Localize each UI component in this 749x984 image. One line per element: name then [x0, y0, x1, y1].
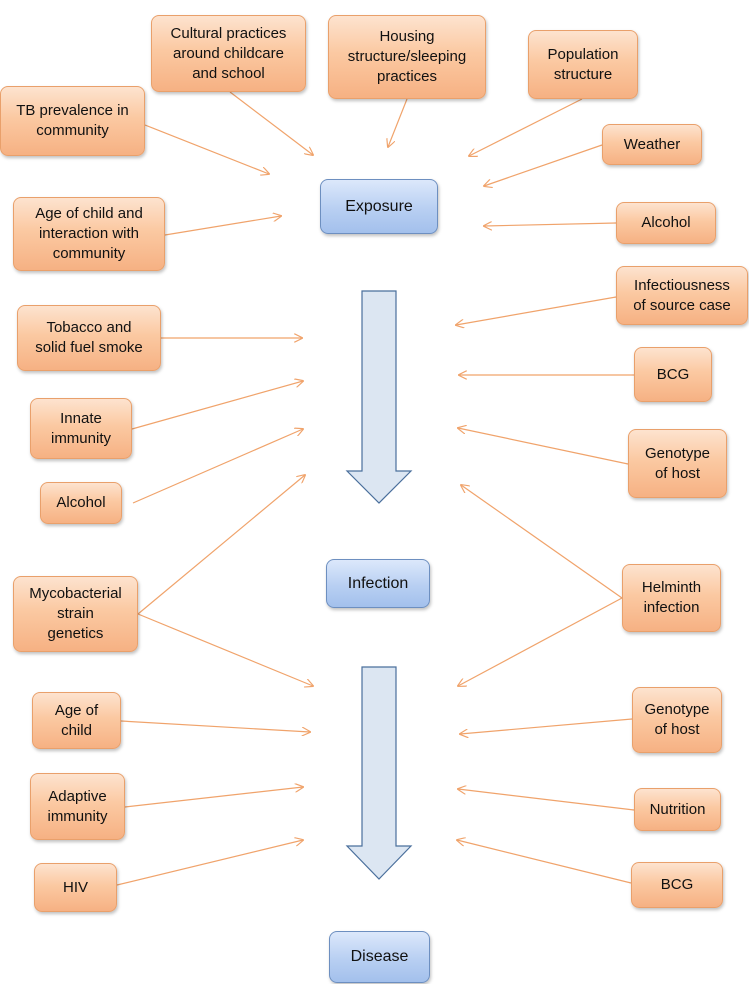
factor-housing-structure: Housing structure/sleeping practices [328, 15, 486, 99]
factor-bcg-infection: BCG [634, 347, 712, 402]
factor-helminth-infection: Helminth infection [622, 564, 721, 632]
factor-genotype-disease: Genotype of host [632, 687, 722, 753]
connector-hiv [116, 840, 303, 886]
stage-disease: Disease [329, 931, 430, 983]
factor-bcg-disease: BCG [631, 862, 723, 908]
factor-tb-prevalence: TB prevalence in community [0, 86, 145, 156]
factor-mycobacterial-genetics: Mycobacterial strain genetics [13, 576, 138, 652]
factor-population-structure: Population structure [528, 30, 638, 99]
connector-adaptive-immunity [124, 787, 303, 808]
connector-helminth-disease [458, 597, 623, 686]
factor-nutrition: Nutrition [634, 788, 721, 831]
connector-housing-structure [388, 98, 408, 147]
factor-innate-immunity: Innate immunity [30, 398, 132, 459]
connector-weather [484, 144, 603, 186]
factor-genotype-infection: Genotype of host [628, 429, 727, 498]
stage-infection: Infection [326, 559, 430, 608]
factor-alcohol-exposure: Alcohol [616, 202, 716, 244]
connector-mycobacterial-infection [137, 475, 305, 615]
stage-exposure: Exposure [320, 179, 438, 234]
connector-genotype-infection [458, 428, 629, 465]
factor-alcohol-infection: Alcohol [40, 482, 122, 524]
connector-nutrition [458, 789, 635, 811]
factor-infectiousness-source: Infectiousness of source case [616, 266, 748, 325]
connector-mycobacterial-disease [137, 613, 313, 686]
connector-population-structure [469, 98, 583, 156]
factor-age-interaction: Age of child and interaction with commun… [13, 197, 165, 271]
connector-innate-immunity [131, 381, 303, 430]
connector-bcg-disease [457, 840, 632, 884]
connector-age-of-child [120, 720, 310, 732]
connector-helminth-infection [461, 485, 623, 599]
factor-hiv: HIV [34, 863, 117, 912]
factor-cultural-practices: Cultural practices around childcare and … [151, 15, 306, 92]
connector-alcohol-exposure [484, 223, 617, 226]
factor-tobacco-smoke: Tobacco and solid fuel smoke [17, 305, 161, 371]
connector-cultural-practices [229, 91, 313, 155]
connector-genotype-disease [460, 718, 633, 734]
factor-adaptive-immunity: Adaptive immunity [30, 773, 125, 840]
factor-weather: Weather [602, 124, 702, 165]
connector-age-interaction [164, 216, 281, 236]
connector-tb-prevalence [144, 124, 269, 174]
connector-alcohol-infection [132, 429, 303, 504]
infection-to-disease-arrow [345, 666, 413, 880]
exposure-to-infection-arrow [345, 290, 413, 504]
connector-infectiousness-source [456, 296, 617, 325]
factor-age-of-child: Age of child [32, 692, 121, 749]
